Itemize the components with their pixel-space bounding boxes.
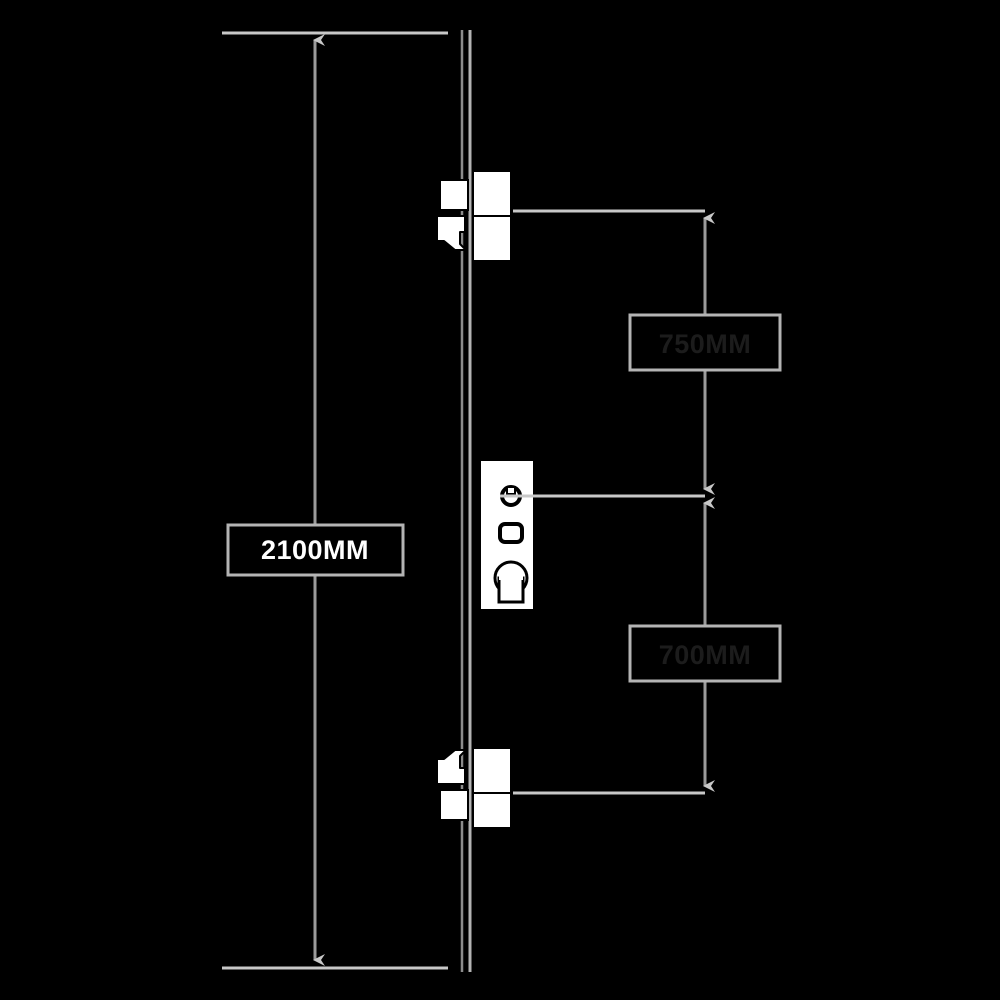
right-extension-lines [513, 209, 705, 795]
hook-bolt [436, 215, 467, 251]
spindle-hole-keyway [506, 486, 516, 495]
lower-dimension-label: 700MM [628, 624, 782, 683]
cylinder-cam-slot [497, 576, 525, 604]
lower-label-text: 700MM [659, 640, 752, 670]
lower-label-box [628, 624, 782, 683]
gearbox-housing-upper [472, 747, 512, 794]
upper-label-text: 750MM [659, 329, 752, 359]
bottom-hook-bolt-assembly [436, 747, 512, 829]
overall-label-text: 2100MM [261, 535, 369, 565]
roller-cam [439, 789, 469, 821]
overall-length-dimension-group [222, 31, 448, 970]
overall-length-dimension-label: 2100MM [226, 523, 405, 577]
gearbox-housing-lower [472, 215, 512, 262]
upper-label-box [628, 313, 782, 372]
fixing-hole [498, 522, 524, 544]
centre-lock-case [479, 459, 705, 611]
gearbox-housing-lower [472, 792, 512, 829]
top-hook-bolt-assembly [436, 170, 512, 262]
overall-label-box [226, 523, 405, 577]
roller-cam [439, 179, 469, 211]
gearbox-housing-upper [472, 170, 512, 217]
hook-bolt [436, 749, 467, 785]
upper-dimension-label: 750MM [628, 313, 782, 372]
